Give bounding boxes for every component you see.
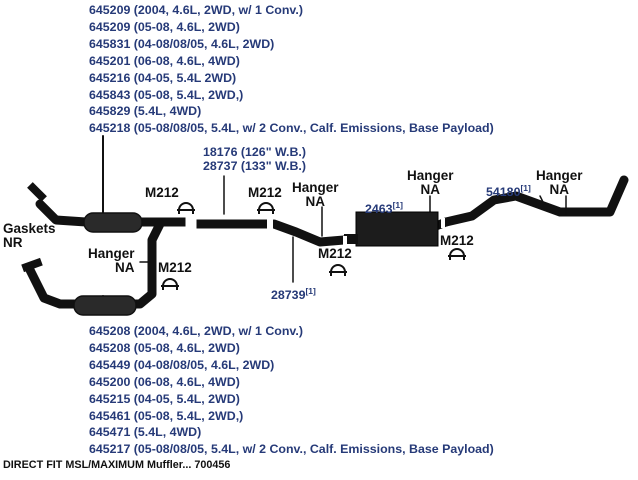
muffler-inlet: [344, 234, 358, 244]
part-line: 645209 (2004, 4.6L, 2WD, w/ 1 Conv.): [89, 3, 303, 17]
clamp-icon: [177, 202, 195, 214]
hanger-right-label: Hanger NA: [407, 169, 454, 197]
hanger-far-label: Hanger NA: [536, 169, 583, 197]
flange-lower: [21, 257, 43, 273]
flange-upper: [27, 182, 47, 202]
part-line: 645200 (06-08, 4.6L, 4WD): [89, 374, 240, 389]
tail-pipe: [441, 175, 629, 227]
muffler-label: 2463[1]: [365, 198, 403, 216]
hanger-far-line2: NA: [549, 182, 570, 197]
clamp-icon: [161, 278, 179, 290]
intermediate-pipe-label: 18176 (126" W.B.) 28737 (133" W.B.): [203, 145, 306, 173]
muffler-number: 2463: [365, 202, 393, 216]
leader-line-54180: [539, 195, 545, 205]
part-28739-number: 28739: [271, 288, 306, 302]
joint-marker-4: [441, 218, 445, 228]
hanger-left-line2: NA: [115, 260, 135, 275]
part-line: 645218 (05-08/08/05, 5.4L, w/ 2 Conv., C…: [89, 121, 494, 136]
hanger-mid-line1: Hanger: [292, 180, 339, 195]
joint-marker-2: [267, 218, 273, 229]
hanger-left-line1: Hanger: [88, 246, 135, 261]
clamp-label-a: M212: [145, 185, 179, 200]
part-line: 645217 (05-08/08/05, 5.4L, w/ 2 Conv., C…: [89, 442, 494, 457]
part-line: 645208 (05-08, 4.6L, 2WD): [89, 340, 240, 355]
clamp-icon: [448, 248, 466, 260]
part-line: 645449 (04-08/08/05, 4.6L, 2WD): [89, 357, 275, 372]
pipe-126-label: 18176 (126" W.B.): [203, 145, 306, 159]
joint-marker-3: [343, 236, 347, 246]
footer-note: DIRECT FIT MSL/MAXIMUM Muffler... 700456: [3, 459, 231, 471]
part-line: 645201 (06-08, 4.6L, 4WD): [89, 53, 240, 68]
joint-marker-1: [185, 216, 197, 229]
front-pipe: [269, 219, 349, 247]
tailpipe-label: 54180[1]: [486, 181, 531, 199]
part-line: 645471 (5.4L, 4WD): [89, 425, 202, 440]
gaskets-label-line1: Gaskets: [3, 221, 56, 236]
part-line: 645843 (05-08, 5.4L, 2WD,): [89, 87, 244, 102]
part-28739-label: 28739[1]: [271, 284, 316, 302]
hanger-right-line2: NA: [420, 182, 441, 197]
gaskets-label: Gaskets NR: [3, 222, 56, 250]
muffler: [355, 211, 439, 247]
bottom-part-list: 645208 (2004, 4.6L, 2WD, w/ 1 Conv.) 645…: [89, 323, 494, 458]
hanger-left-label: Hanger NA: [88, 247, 135, 275]
lower-y-pipe: [25, 219, 165, 309]
gaskets-label-line2: NR: [3, 235, 23, 250]
top-part-list: 645209 (2004, 4.6L, 2WD, w/ 1 Conv.) 645…: [89, 2, 494, 137]
part-line: 645216 (04-05, 5.4L 2WD): [89, 70, 237, 85]
note-marker: [1]: [392, 200, 403, 210]
note-marker: [1]: [520, 183, 531, 193]
tailpipe-number: 54180: [486, 185, 521, 199]
converter-lower: [73, 295, 137, 316]
clamp-icon: [257, 202, 275, 214]
part-line: 645831 (04-08/08/05, 4.6L, 2WD): [89, 36, 275, 51]
part-line: 645461 (05-08, 5.4L, 2WD,): [89, 408, 244, 423]
clamp-label-b: M212: [248, 185, 282, 200]
note-marker: [1]: [305, 286, 316, 296]
part-line: 645208 (2004, 4.6L, 2WD, w/ 1 Conv.): [89, 324, 303, 338]
clamp-icon: [329, 264, 347, 276]
clamp-label-c: M212: [318, 246, 352, 261]
pipe-133-label: 28737 (133" W.B.): [203, 159, 306, 173]
converter-upper: [83, 212, 143, 233]
part-line: 645215 (04-05, 5.4L, 2WD): [89, 391, 240, 406]
part-line: 645209 (05-08, 4.6L, 2WD): [89, 19, 240, 34]
clamp-label-lower: M212: [158, 260, 192, 275]
part-line: 645829 (5.4L, 4WD): [89, 104, 202, 119]
clamp-label-d: M212: [440, 233, 474, 248]
hanger-far-line1: Hanger: [536, 168, 583, 183]
hanger-right-line1: Hanger: [407, 168, 454, 183]
hanger-mid-label: Hanger NA: [292, 181, 339, 209]
hanger-mid-line2: NA: [305, 194, 326, 209]
